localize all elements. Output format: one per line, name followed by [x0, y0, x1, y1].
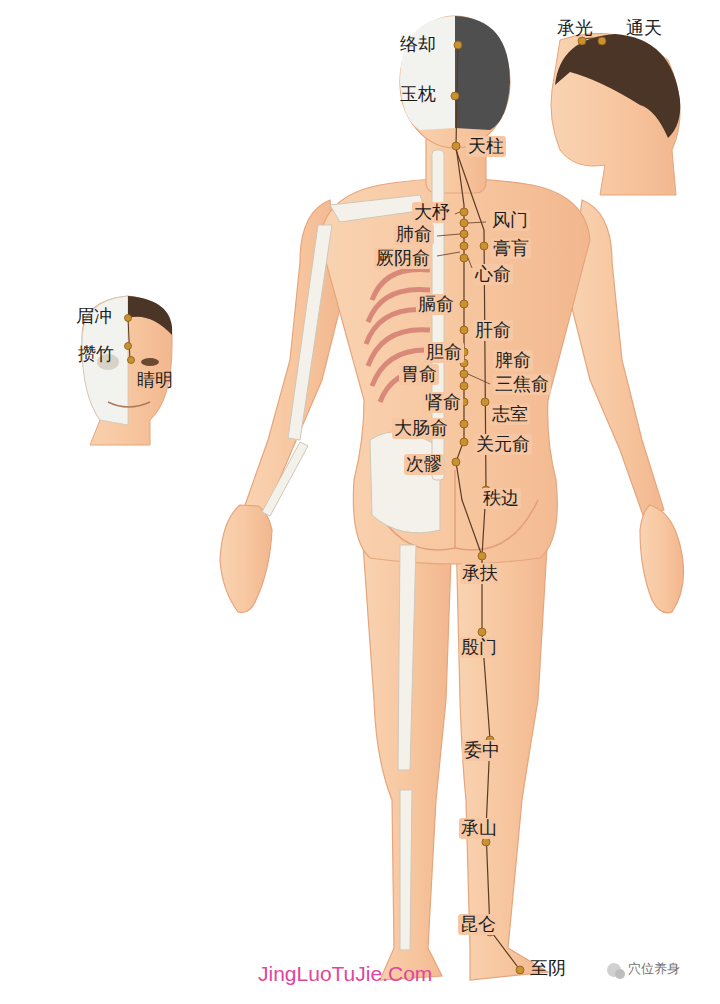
acupoint-label: 睛明: [137, 370, 173, 391]
acupoint-label: 通天: [626, 18, 662, 39]
acupoint-label: 委中: [462, 740, 502, 761]
acupoint-label: 络却: [400, 34, 436, 55]
acupoint-label: 承山: [459, 818, 499, 839]
acupoint-label: 膏肓: [491, 238, 531, 259]
watermark: JingLuoTuJie.Com: [258, 962, 432, 986]
acupoint-label: 志室: [490, 404, 530, 425]
acupoint-label: 关元俞: [474, 434, 532, 455]
acupoint-label: 胆俞: [424, 342, 464, 363]
acupoint-label: 眉冲: [76, 306, 112, 327]
acupoint-label: 次髎: [404, 454, 444, 475]
acupoint-label: 肾俞: [423, 392, 463, 413]
acupoint-label: 殷门: [459, 637, 499, 658]
acupoint-label: 膈俞: [416, 294, 456, 315]
acupoint-label: 至阴: [530, 958, 566, 979]
acupoint-label: 秩边: [481, 488, 521, 509]
acupoint-label: 天柱: [466, 136, 506, 157]
acupoint-label: 风门: [490, 210, 530, 231]
acupoint-label: 肺俞: [394, 224, 434, 245]
acupoint-label: 大肠俞: [392, 418, 450, 439]
acupoint-label: 心俞: [473, 264, 513, 285]
acupoint-label: 攒竹: [78, 344, 114, 365]
acupoint-label: 肝俞: [473, 320, 513, 341]
acupoint-label: 玉枕: [400, 84, 436, 105]
acupoint-label: 三焦俞: [493, 374, 551, 395]
watermark: 穴位养身: [628, 962, 680, 977]
acupoint-label: 承光: [557, 18, 593, 39]
acupoint-label: 承扶: [460, 563, 500, 584]
acupoint-label: 脾俞: [493, 350, 533, 371]
acupoint-label: 胃俞: [399, 364, 439, 385]
acupoint-label: 厥阴俞: [374, 248, 432, 269]
acupoint-label: 昆仑: [458, 914, 498, 935]
acupoint-label: 大杼: [412, 202, 452, 223]
